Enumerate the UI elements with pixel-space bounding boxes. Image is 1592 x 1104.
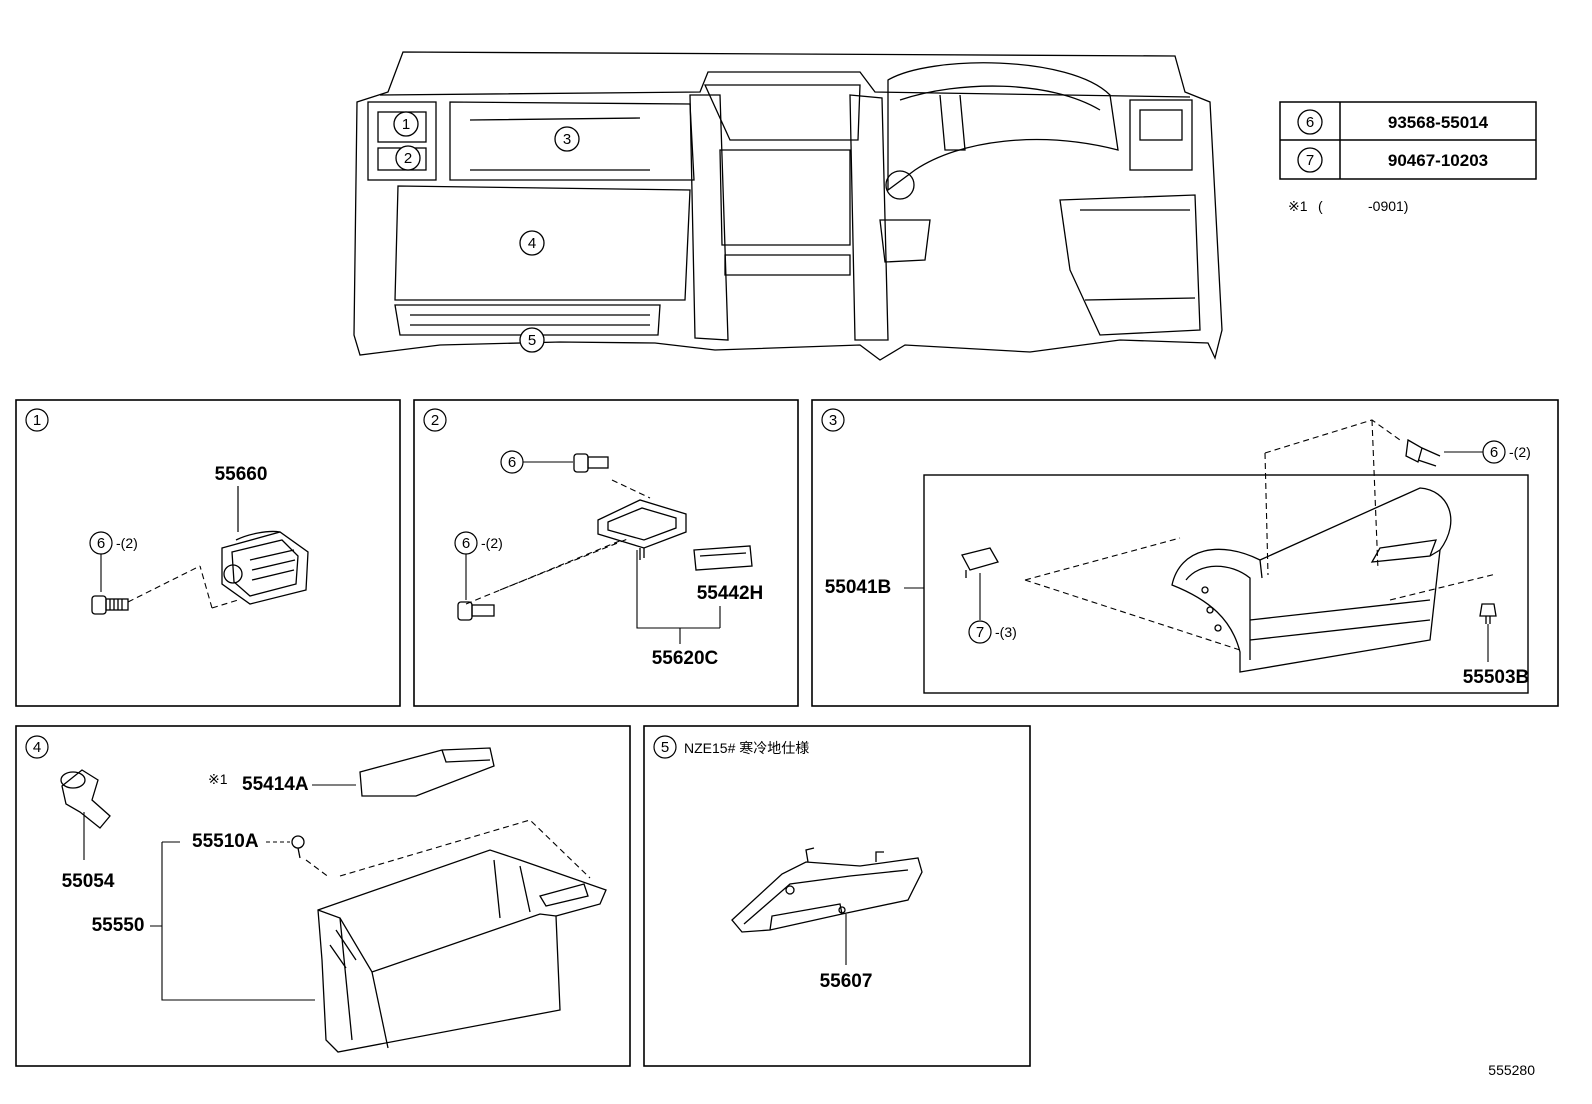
svg-text:1: 1 (402, 116, 410, 133)
part-label-55620C: 55620C (652, 648, 719, 669)
svg-text:3: 3 (563, 131, 571, 148)
stopper-icon (1479, 603, 1497, 624)
svg-text:(: ( (1318, 198, 1323, 214)
panel-3-number: 3 (829, 412, 837, 429)
glove-box-drawing (317, 849, 607, 1053)
reference-table: 6 93568-55014 7 90467-10203 ※1 ( -0901) (1279, 101, 1537, 214)
part-label-55442H: 55442H (697, 583, 764, 604)
svg-text:-0901): -0901) (1368, 198, 1408, 214)
svg-text:90467-10203: 90467-10203 (1388, 151, 1488, 170)
svg-text:93568-55014: 93568-55014 (1388, 113, 1489, 132)
panel-1-number: 1 (33, 412, 41, 429)
clip-icon (961, 547, 999, 578)
bolt-icon (457, 601, 495, 621)
svg-text:5: 5 (528, 332, 536, 349)
instrument-panel-overview (353, 51, 1223, 361)
cold-area-duct-drawing (731, 847, 923, 933)
ref-6-callout-p3: 6 -(2) (1444, 440, 1531, 464)
panel-4-number: 4 (33, 739, 41, 756)
reference-row-7: 7 90467-10203 (1297, 147, 1488, 173)
clip-icon (291, 835, 305, 859)
panel-5-number: 5 (661, 739, 669, 756)
part-label-55660: 55660 (215, 464, 268, 485)
svg-text:-(3): -(3) (995, 624, 1017, 640)
svg-text:6: 6 (97, 535, 105, 552)
svg-text:6: 6 (508, 454, 516, 471)
ref-6-callout-p1: 6 -(2) (89, 531, 138, 592)
overview-callout-1: 1 (393, 111, 419, 137)
part-label-55503B: 55503B (1463, 667, 1530, 688)
ref-7-callout-p3: 7 -(3) (968, 573, 1017, 644)
panel-1: 1 55660 6 -(2) (15, 399, 401, 707)
bolt-icon (573, 453, 609, 473)
drawing-id: 555280 (1488, 1062, 1535, 1078)
panel-4: 4 ※1 55414A 55054 55510A 55550 (15, 725, 631, 1067)
part-label-55041B: 55041B (825, 577, 892, 598)
panel-5-title: NZE15# 寒冷地仕様 (684, 740, 809, 756)
svg-text:7: 7 (976, 624, 984, 641)
ref-6-callout-p2: 6 -(2) (454, 531, 503, 600)
part-label-55054: 55054 (62, 871, 115, 892)
part-label-55414A: 55414A (242, 774, 309, 795)
part-label-55607: 55607 (820, 971, 873, 992)
svg-text:4: 4 (528, 235, 536, 252)
panel-2: 2 6 55442H 55620C 6 -(2) (413, 399, 799, 707)
glove-compartment-door-drawing (1171, 487, 1452, 673)
reference-footnote: ※1 ( -0901) (1288, 198, 1408, 214)
svg-text:7: 7 (1306, 152, 1314, 169)
glove-box-lid-drawing (359, 747, 495, 797)
svg-text:2: 2 (404, 150, 412, 167)
overview-callouts: 1 2 3 4 5 (393, 111, 580, 353)
svg-text:※1: ※1 (1288, 198, 1308, 214)
panel-2-number: 2 (431, 412, 439, 429)
overview-callout-5: 5 (519, 327, 545, 353)
svg-text:-(2): -(2) (481, 535, 503, 551)
svg-text:6: 6 (462, 535, 470, 552)
part-label-55550: 55550 (92, 915, 145, 936)
bolt-icon (91, 595, 129, 615)
bolt-icon (1405, 438, 1441, 467)
overview-callout-3: 3 (554, 126, 580, 152)
ref-6-top-callout-p2: 6 (500, 450, 573, 474)
part-label-55510A: 55510A (192, 831, 259, 852)
footnote-mark-p4: ※1 (208, 771, 228, 787)
damper-drawing (60, 769, 111, 829)
panel-5: 5 NZE15# 寒冷地仕様 55607 (643, 725, 1031, 1067)
svg-text:6: 6 (1306, 114, 1314, 131)
svg-text:-(2): -(2) (116, 535, 138, 551)
reference-row-6: 6 93568-55014 (1297, 109, 1489, 135)
overview-callout-4: 4 (519, 230, 545, 256)
svg-text:-(2): -(2) (1509, 444, 1531, 460)
switch-base-drawing (597, 499, 687, 560)
switch-cover-drawing (693, 545, 753, 571)
overview-callout-2: 2 (395, 145, 421, 171)
svg-text:6: 6 (1490, 444, 1498, 461)
side-register-vent-drawing (221, 530, 309, 605)
panel-3: 3 55041B 6 -(2) 7 -(3 (811, 399, 1559, 707)
